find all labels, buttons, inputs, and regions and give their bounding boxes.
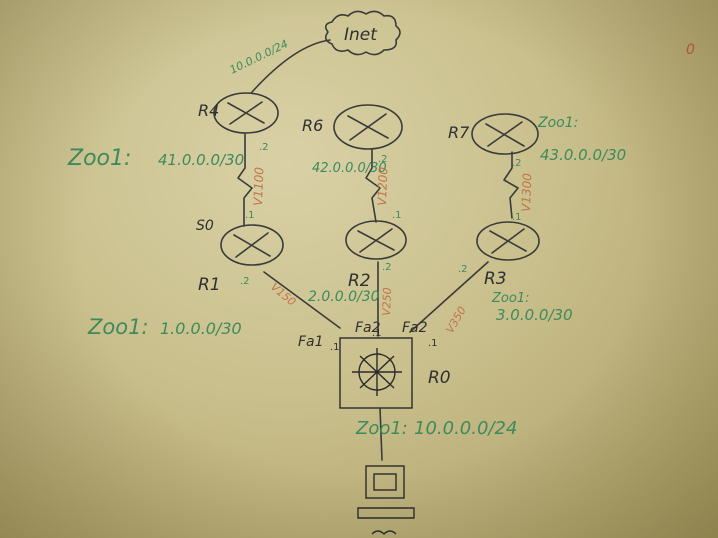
net-r3-r0: 3.0.0.0/30: [496, 306, 573, 324]
router-r4: [213, 92, 279, 134]
core-switch-r0: [339, 337, 413, 409]
net-r4: 41.0.0.0/30: [158, 151, 244, 169]
vlan-r2-r0: V250: [380, 287, 394, 316]
vlan-r6-r2: V1200: [375, 167, 390, 207]
host-r7: .2: [512, 158, 522, 169]
router-r1: [220, 224, 284, 266]
net-r6: 42.0.0.0/30: [312, 161, 387, 176]
host-r1-top: .1: [245, 210, 255, 221]
host-r0-b: .1: [372, 328, 382, 339]
prefix-lan: Zoo1:: [355, 418, 408, 439]
prefix-r3: Zoo1:: [491, 291, 529, 306]
vlan-r3-r0: V350: [443, 304, 469, 335]
label-r1: R1: [198, 275, 221, 295]
iface-fa2-b: Fa2: [402, 320, 428, 336]
vlan-r7-r3: V1300: [519, 173, 534, 213]
net-r1-r0: 1.0.0.0/30: [160, 319, 242, 338]
router-r6: [333, 104, 403, 150]
label-r6: R6: [302, 116, 323, 135]
host-pc: [357, 465, 415, 535]
prefix-r7: Zoo1:: [537, 115, 578, 131]
router-r7: [471, 113, 539, 155]
iface-s0: S0: [196, 218, 214, 234]
label-r0: R0: [428, 368, 451, 388]
prefix-r1: Zoo1:: [87, 315, 149, 339]
iface-fa1: Fa1: [298, 334, 324, 350]
prefix-r4: Zoo1:: [67, 146, 131, 171]
label-r3: R3: [484, 269, 507, 289]
iface-fa2-a: Fa2: [355, 320, 381, 336]
host-r1-bot: .2: [240, 276, 250, 287]
label-r7: R7: [448, 123, 470, 142]
vlan-r4-r1: V1100: [251, 167, 266, 207]
label-r2: R2: [348, 271, 371, 291]
host-r3-top: .1: [512, 212, 522, 223]
net-lan: 10.0.0.0/24: [414, 418, 517, 439]
vlan-r1-r0: V150: [268, 280, 298, 308]
internet-cloud: Inet: [324, 10, 401, 56]
net-r2-r0: 2.0.0.0/30: [308, 289, 380, 305]
links: [237, 39, 519, 461]
host-r4: .2: [259, 142, 269, 153]
host-r6: .2: [378, 154, 388, 165]
host-r2-top: .1: [392, 210, 402, 221]
net-inet: 10.0.0.0/24: [228, 37, 290, 76]
cloud-label: Inet: [344, 25, 378, 45]
host-r0-a: .1: [330, 342, 340, 353]
net-r7: 43.0.0.0/30: [540, 146, 626, 164]
label-r4: R4: [198, 101, 219, 120]
router-r2: [345, 220, 407, 260]
host-r2-bot: .2: [382, 262, 392, 273]
host-r3-bot: .2: [458, 264, 468, 275]
host-r0-c: .1: [428, 338, 438, 349]
corner-mark: 0: [686, 42, 695, 58]
router-r3: [476, 221, 540, 261]
